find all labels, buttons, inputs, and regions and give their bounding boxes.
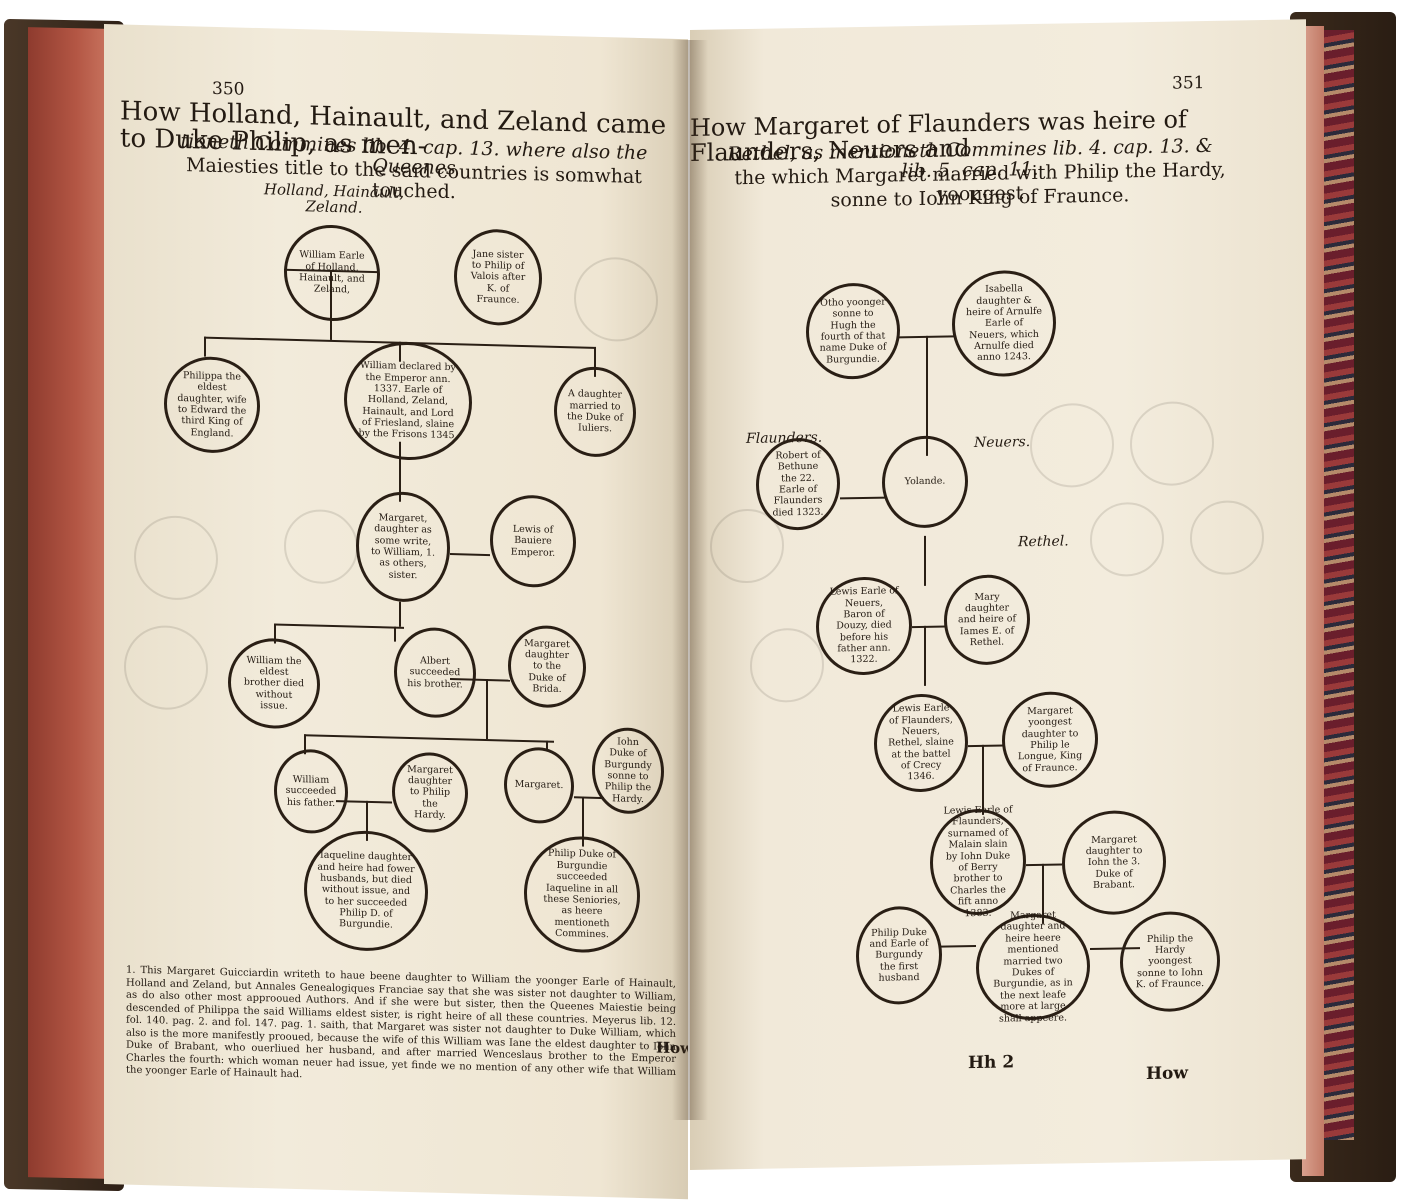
node-otho: Otho yoonger sonne to Hugh the fourth of…	[806, 282, 900, 380]
page-subtitle: Holland, Hainault, Zeland.	[263, 180, 405, 217]
node-lewis-flaunders2: Lewis Earle of Flaunders, surnamed of Ma…	[930, 804, 1026, 919]
node-lewis-bauiere: Lewis of Bauiere Emperor.	[490, 494, 576, 589]
node-margaret-plain: Margaret.	[504, 746, 574, 825]
node-william-declared: William declared by the Emperor ann. 133…	[344, 340, 472, 462]
node-iaqueline: Iaqueline daughter and heire had fower h…	[304, 829, 428, 953]
node-william-earle: William Earle of Holland, Hainault, and …	[284, 223, 380, 323]
label-rethel: Rethel.	[1018, 533, 1069, 551]
node-margaret-brabant: Margaret daughter to Iohn the 3. Duke of…	[1062, 809, 1166, 916]
node-mary: Mary daughter and heire of Iames E. of R…	[944, 574, 1030, 666]
page-edge-red-right	[1302, 26, 1324, 1176]
node-yolande: Yolande.	[882, 435, 968, 529]
left-page: 350 How Holland, Hainault, and Zeland ca…	[104, 24, 688, 1200]
gutter-shadow	[672, 40, 708, 1120]
right-page: 351 How Margaret of Flaunders was heire …	[690, 19, 1306, 1170]
page-edge-red-left	[28, 27, 108, 1179]
node-margaret-longue: Margaret yoongest daughter to Philip le …	[1002, 690, 1098, 789]
node-philip-hardy: Philip the Hardy yoongest sonne to Iohn …	[1120, 910, 1220, 1013]
footnote: 1. This Margaret Guicciardin writeth to …	[126, 964, 676, 1081]
node-philip-duke: Philip Duke and Earle of Burgundy the fi…	[856, 905, 942, 1006]
node-jane: Jane sister to Philip of Valois after K.…	[454, 228, 542, 327]
page-number: 350	[212, 78, 245, 100]
node-margaret-heire: Margaret daughter and heire heere mentio…	[976, 910, 1090, 1024]
node-isabella: Isabella daughter & heire of Arnulfe Ear…	[952, 269, 1056, 378]
node-albert: Albert succeeded his brother.	[394, 626, 476, 719]
node-margaret-brida: Margaret daughter to the Duke of Brida.	[508, 624, 586, 709]
marbled-edge	[1320, 30, 1354, 1140]
node-william-father: William succeeded his father.	[274, 748, 348, 835]
label-neuers: Neuers.	[974, 434, 1031, 452]
node-lewis-neuers: Lewis Earle of Neuers, Baron of Douzy, d…	[816, 576, 912, 676]
node-philippa: Philippa the eldest daughter, wife to Ed…	[164, 355, 260, 455]
catchword: How	[1146, 1063, 1189, 1085]
node-william-elder: William the eldest brother died without …	[228, 637, 320, 730]
node-lewis-flaunders: Lewis Earle of Flaunders, Neuers, Rethel…	[874, 693, 968, 793]
page-number: 351	[1172, 73, 1205, 94]
signature-mark: Hh 2	[968, 1052, 1015, 1074]
node-margaret-philip: Margaret daughter to Philip the Hardy.	[392, 751, 468, 834]
node-philip-burgundie: Philip Duke of Burgundie succeeded Iaque…	[524, 834, 640, 955]
node-john-burgundy: Iohn Duke of Burgundy sonne to Philip th…	[592, 726, 664, 815]
node-robert: Robert of Bethune the 22. Earle of Flaun…	[756, 437, 840, 531]
node-margaret: Margaret, daughter as some write, to Wil…	[356, 490, 450, 604]
node-daughter-iulers: A daughter married to the Duke of Iulier…	[554, 365, 636, 458]
